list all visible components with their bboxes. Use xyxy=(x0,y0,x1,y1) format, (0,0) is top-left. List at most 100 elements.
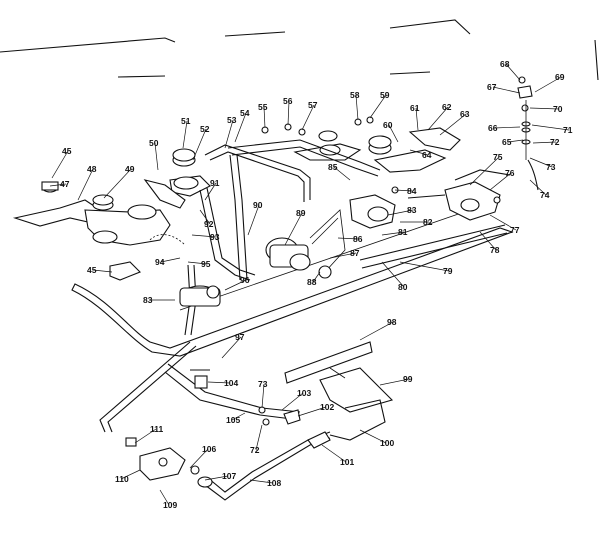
callout-leader-c99 xyxy=(379,378,410,386)
callout-leader-c87 xyxy=(329,252,357,259)
callout-leader-c100 xyxy=(359,429,387,444)
callout-leader-c54 xyxy=(234,112,247,143)
callout-c81: 81 xyxy=(398,227,408,237)
callout-leader-c64 xyxy=(409,149,429,156)
part-101 xyxy=(307,431,331,449)
callout-leader-c58 xyxy=(355,94,359,121)
callout-leader-c101 xyxy=(321,444,347,463)
callout-c97: 97 xyxy=(235,332,245,342)
callout-leader-c74 xyxy=(529,179,547,196)
callout-c105: 105 xyxy=(226,415,240,425)
callout-leader-c45b xyxy=(92,269,113,273)
callout-leader-c53 xyxy=(224,119,234,149)
callout-c72: 72 xyxy=(550,137,560,147)
callout-leader-c62 xyxy=(427,106,449,131)
callout-leader-c66 xyxy=(493,126,521,129)
callout-leader-c93 xyxy=(191,234,217,238)
callout-leader-c73b xyxy=(261,383,265,409)
callout-leader-c98 xyxy=(359,321,394,341)
callout-leader-c81 xyxy=(381,231,405,236)
supply-pipe xyxy=(99,341,301,433)
callout-c64: 64 xyxy=(422,150,432,160)
callout-leader-c104 xyxy=(207,381,231,384)
callout-leader-c97 xyxy=(221,336,242,359)
callout-c103: 103 xyxy=(297,388,311,398)
callout-c57: 57 xyxy=(308,100,318,110)
callout-leader-c79 xyxy=(399,261,450,272)
callout-c45b: 45 xyxy=(87,265,97,275)
callout-leader-c57 xyxy=(301,104,315,131)
callout-c55: 55 xyxy=(258,102,268,112)
callout-leader-c73 xyxy=(529,157,553,168)
callout-leader-c76 xyxy=(489,172,512,191)
callout-leader-c72b xyxy=(255,424,263,451)
callout-c60: 60 xyxy=(383,120,393,130)
callout-c69: 69 xyxy=(555,72,565,82)
callout-c88: 88 xyxy=(307,277,317,287)
bracket-104 xyxy=(190,369,210,389)
callout-leader-c95 xyxy=(187,261,208,265)
callout-c110: 110 xyxy=(115,474,129,484)
callout-leader-c59 xyxy=(369,94,387,119)
callout-c104: 104 xyxy=(224,378,238,388)
callout-leader-c68 xyxy=(505,63,521,81)
callout-leader-c94 xyxy=(160,257,181,263)
callout-c72b: 72 xyxy=(250,445,260,455)
center-burners xyxy=(143,148,211,209)
callout-leader-c78 xyxy=(479,231,497,251)
callout-c79: 79 xyxy=(443,266,453,276)
callout-leader-c65 xyxy=(507,139,524,143)
callout-c98: 98 xyxy=(387,317,397,327)
callout-leader-c91 xyxy=(204,182,217,201)
callout-leader-c88 xyxy=(312,271,321,283)
callout-leader-c50 xyxy=(154,142,159,171)
callout-leader-c109 xyxy=(159,489,170,506)
callout-leader-c106 xyxy=(189,448,209,469)
callout-c74: 74 xyxy=(540,190,550,200)
callout-leader-c51 xyxy=(182,120,188,149)
callout-c87: 87 xyxy=(350,248,360,258)
callout-c61: 61 xyxy=(410,103,420,113)
exploded-stack xyxy=(517,76,539,191)
left-burner-assembly xyxy=(12,181,186,246)
callout-leader-c84 xyxy=(394,189,414,192)
callout-c63: 63 xyxy=(460,109,470,119)
callout-leader-c55 xyxy=(263,106,266,129)
callout-c50: 50 xyxy=(149,138,159,148)
part-102 xyxy=(258,406,301,426)
callout-c53: 53 xyxy=(227,115,237,125)
burner-tube-98 xyxy=(284,341,394,441)
callout-leader-c111 xyxy=(134,428,157,444)
callout-leader-c77 xyxy=(489,214,517,231)
callout-leader-c47 xyxy=(49,183,67,187)
callout-leader-c49 xyxy=(103,168,132,199)
callout-c73: 73 xyxy=(546,162,556,172)
callout-c91: 91 xyxy=(210,178,220,188)
callout-c96: 96 xyxy=(240,275,250,285)
callout-c106: 106 xyxy=(202,444,216,454)
callout-c80: 80 xyxy=(398,282,408,292)
callout-c82: 82 xyxy=(423,217,433,227)
callout-leader-c110 xyxy=(120,469,141,480)
callout-c109: 109 xyxy=(163,500,177,510)
callout-c95: 95 xyxy=(201,259,211,269)
callout-leader-c103 xyxy=(281,392,304,411)
callout-c48: 48 xyxy=(87,164,97,174)
callout-c49: 49 xyxy=(125,164,135,174)
callout-c67: 67 xyxy=(487,82,497,92)
callout-leader-c90 xyxy=(247,204,260,236)
callout-c45a: 45 xyxy=(62,146,72,156)
callout-leader-c52 xyxy=(192,128,207,161)
callout-c85: 85 xyxy=(328,162,338,172)
callout-c83b: 83 xyxy=(143,295,153,305)
callout-c107: 107 xyxy=(222,471,236,481)
callout-c62: 62 xyxy=(442,102,452,112)
callout-leader-c72 xyxy=(532,141,557,144)
callout-leader-c67 xyxy=(492,86,521,94)
callout-leader-c61 xyxy=(415,107,419,131)
callout-c77: 77 xyxy=(510,225,520,235)
callout-leader-c71 xyxy=(531,124,570,131)
callout-c86: 86 xyxy=(353,234,363,244)
callout-c90: 90 xyxy=(253,200,263,210)
